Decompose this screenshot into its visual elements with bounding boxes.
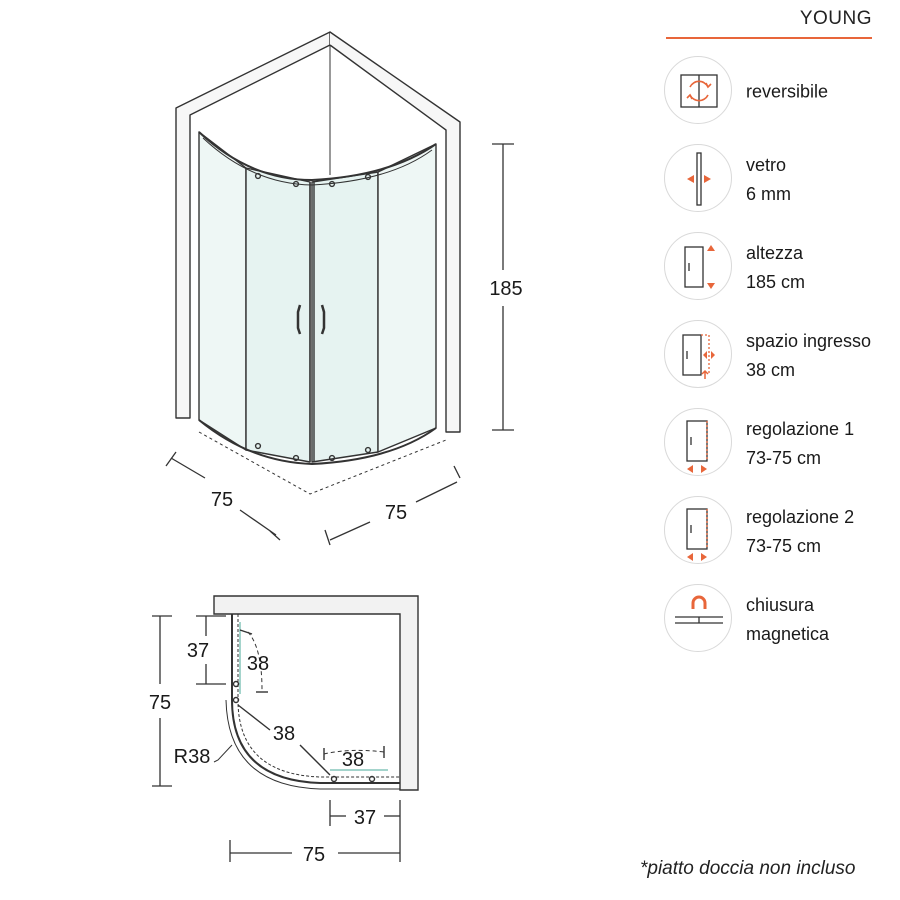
bottom-track xyxy=(198,419,437,465)
handle-left xyxy=(296,304,302,335)
feature-magnetic-line1: chiusura xyxy=(746,595,815,615)
height-label: 185 xyxy=(489,278,522,300)
plan-enclosure-curve xyxy=(231,614,400,784)
height-icon xyxy=(664,232,732,300)
feature-adjustment-1-line1: regolazione 1 xyxy=(746,419,855,439)
feature-height-line1: altezza xyxy=(746,243,804,263)
feature-glass-line2: 6 mm xyxy=(746,184,791,204)
entry-space-icon xyxy=(664,320,732,388)
feature-reversible-line1: reversibile xyxy=(746,81,829,102)
feature-glass-line1: vetro xyxy=(746,155,787,175)
adjustment-1-icon xyxy=(664,408,732,476)
feature-height-line2: 185 cm xyxy=(746,272,806,292)
plan-front-dimensions xyxy=(229,800,401,862)
feature-entry-space: spazio ingresso 38 cm xyxy=(664,320,900,392)
panel-right xyxy=(377,143,437,453)
width-right-label: 75 xyxy=(385,502,407,524)
product-name: YOUNG xyxy=(799,8,872,29)
technical-drawing: 185 75 75 xyxy=(149,31,523,866)
plan-radius-label: R38 xyxy=(174,746,211,768)
plan-door-side-label: 38 xyxy=(247,653,269,675)
reversible-icon xyxy=(664,56,732,124)
feature-adjustment-1-line2: 73-75 cm xyxy=(746,448,822,468)
feature-adjustment-1: regolazione 1 73-75 cm xyxy=(664,408,900,480)
feature-adjustment-2: regolazione 2 73-75 cm xyxy=(664,496,900,568)
plan-door-front-label: 38 xyxy=(342,749,364,771)
title-underline xyxy=(666,37,872,39)
top-track xyxy=(198,131,437,181)
width-left-dimension xyxy=(165,451,281,541)
magnetic-closure-icon xyxy=(664,584,732,652)
feature-entry-line1: spazio ingresso xyxy=(746,331,872,351)
door-left xyxy=(245,167,311,463)
plan-door-diag-label: 38 xyxy=(273,723,295,745)
adjustment-2-icon xyxy=(664,496,732,564)
width-left-label: 75 xyxy=(211,489,233,511)
plan-side-depth-label: 75 xyxy=(149,692,171,714)
plan-walls xyxy=(213,595,419,791)
width-right-dimension xyxy=(324,465,461,546)
height-dimension xyxy=(492,143,514,431)
feature-magnetic-closure: chiusura magnetica xyxy=(664,584,900,656)
glass-thickness-icon xyxy=(664,144,732,212)
handle-right xyxy=(320,304,326,335)
perspective-view xyxy=(175,31,461,495)
plan-side-half-label: 37 xyxy=(187,640,209,662)
plan-view xyxy=(213,595,419,791)
plan-side-dimensions xyxy=(152,615,226,787)
plan-front-half-label: 37 xyxy=(354,807,376,829)
feature-height: altezza 185 cm xyxy=(664,232,900,304)
plan-front-width-label: 75 xyxy=(303,844,325,866)
panel-left xyxy=(198,131,247,451)
feature-magnetic-line2: magnetica xyxy=(746,624,830,644)
wall-right xyxy=(329,31,461,433)
feature-adjustment-2-line1: regolazione 2 xyxy=(746,507,855,527)
feature-entry-line2: 38 cm xyxy=(746,360,796,380)
feature-adjustment-2-line2: 73-75 cm xyxy=(746,536,822,556)
door-right xyxy=(311,171,379,463)
feature-glass: vetro 6 mm xyxy=(664,144,900,216)
feature-reversible: reversibile xyxy=(664,56,900,128)
footnote: *piatto doccia non incluso xyxy=(640,858,856,879)
